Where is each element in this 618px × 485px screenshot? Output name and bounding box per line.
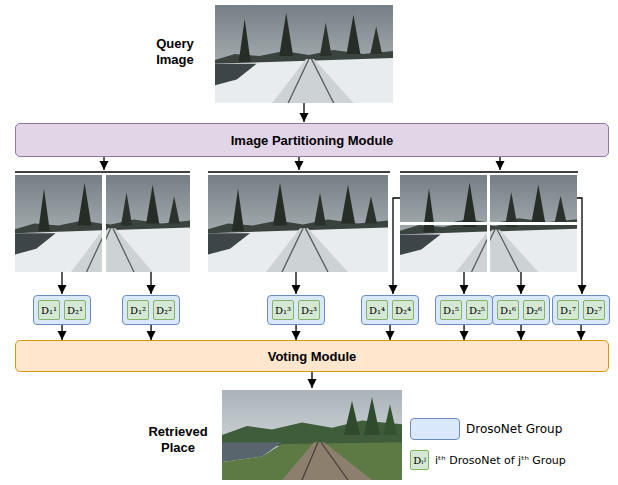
flow-arrow: [499, 157, 500, 170]
drosonet-box: D₂²: [153, 300, 175, 320]
module-title: Voting Module: [268, 349, 357, 364]
legend: DrosoNet GroupDᵢʲ iᵗʰ DrosoNet of jᵗʰ Gro…: [410, 418, 566, 480]
drosonet-box: D₁⁶: [497, 300, 519, 320]
partition-photo: [403, 178, 577, 272]
drosonet-label: D₁⁷: [560, 305, 576, 316]
drosonet-group: D₁⁷ D₂⁷: [552, 295, 610, 325]
legend-symbol: Dᵢʲ: [413, 455, 426, 466]
drosonet-label: D₂¹: [67, 305, 83, 316]
art-part: [208, 175, 388, 272]
drosonet-group: D₁⁵ D₂⁵: [435, 295, 493, 325]
drosonet-label: D₂⁶: [526, 305, 542, 316]
legend-swatch: [410, 418, 460, 440]
partition-bar: [15, 171, 190, 173]
drosonet-group: D₁³ D₂³: [267, 295, 325, 325]
partition-bar: [400, 171, 578, 173]
drosonet-label: D₁³: [275, 305, 291, 316]
drosonet-group: D₁⁴ D₂⁴: [361, 295, 419, 325]
drosonet-label: D₁⁴: [369, 305, 385, 316]
flow-arrow: [303, 103, 304, 122]
image-caption: Retrieved Place: [138, 424, 218, 457]
flow-arrow: [463, 325, 464, 340]
partition-photo: [22, 175, 190, 272]
drosonet-label: D₁⁶: [500, 305, 516, 316]
art-part: [15, 175, 189, 272]
partition-bar: [208, 171, 390, 173]
legend-text: DrosoNet Group: [466, 422, 562, 436]
flow-arrow: [295, 325, 296, 340]
drosonet-box: D₂⁵: [466, 300, 488, 320]
flow-arrow: [150, 325, 151, 340]
art-part: [222, 390, 402, 480]
drosonet-label: D₁⁵: [443, 305, 459, 316]
drosonet-group: D₁⁶ D₂⁶: [492, 295, 550, 325]
drosonet-label: D₂⁷: [586, 305, 602, 316]
drosonet-label: D₁¹: [41, 305, 57, 316]
drosonet-label: D₁²: [130, 305, 146, 316]
module-band: Image Partitioning Module: [15, 123, 609, 157]
legend-sample: Dᵢʲ: [410, 450, 429, 470]
flow-arrow: [393, 198, 400, 294]
query-photo: [215, 5, 393, 103]
drosonet-box: D₁²: [127, 300, 149, 320]
module-band: Voting Module: [15, 340, 609, 372]
drosonet-box: D₂⁶: [523, 300, 545, 320]
drosonet-box: D₁⁷: [557, 300, 579, 320]
flow-arrow: [520, 325, 521, 340]
drosonet-box: D₂⁷: [583, 300, 605, 320]
drosonet-box: D₁³: [272, 300, 294, 320]
flow-arrow: [463, 272, 464, 294]
legend-text: iᵗʰ DrosoNet of jᵗʰ Group: [435, 454, 566, 467]
module-title: Image Partitioning Module: [231, 133, 394, 148]
retrieved-photo: [222, 390, 402, 480]
drosonet-box: D₁¹: [38, 300, 60, 320]
drosonet-label: D₂⁵: [469, 305, 485, 316]
flow-arrow: [389, 325, 390, 340]
flow-arrow: [150, 272, 151, 294]
drosonet-label: D₂³: [301, 305, 317, 316]
drosonet-group: D₁² D₂²: [122, 295, 180, 325]
flow-arrow: [103, 157, 104, 170]
flow-arrow: [298, 157, 299, 170]
flow-arrow: [580, 325, 581, 340]
partition-photo: [15, 175, 189, 272]
image-caption: Query Image: [138, 36, 212, 69]
flow-arrow: [61, 272, 62, 294]
art-part: [22, 175, 190, 272]
flow-arrow: [61, 325, 62, 340]
flow-arrow: [295, 272, 296, 294]
drosonet-box: D₁⁴: [366, 300, 388, 320]
drosonet-box: D₂³: [298, 300, 320, 320]
drosonet-group: D₁¹ D₂¹: [33, 295, 91, 325]
flow-arrow: [520, 272, 521, 294]
art-part: [403, 178, 577, 272]
legend-row: Dᵢʲ iᵗʰ DrosoNet of jᵗʰ Group: [410, 450, 566, 470]
drosonet-label: D₂²: [156, 305, 172, 316]
art-part: [215, 5, 393, 103]
drosonet-label: D₂⁴: [395, 305, 411, 316]
flow-arrow: [577, 198, 582, 294]
legend-row: DrosoNet Group: [410, 418, 566, 440]
partition-photo: [208, 175, 388, 272]
drosonet-box: D₁⁵: [440, 300, 462, 320]
flow-arrow: [311, 372, 312, 388]
drosonet-box: D₂⁴: [392, 300, 414, 320]
drosonet-box: D₂¹: [64, 300, 86, 320]
